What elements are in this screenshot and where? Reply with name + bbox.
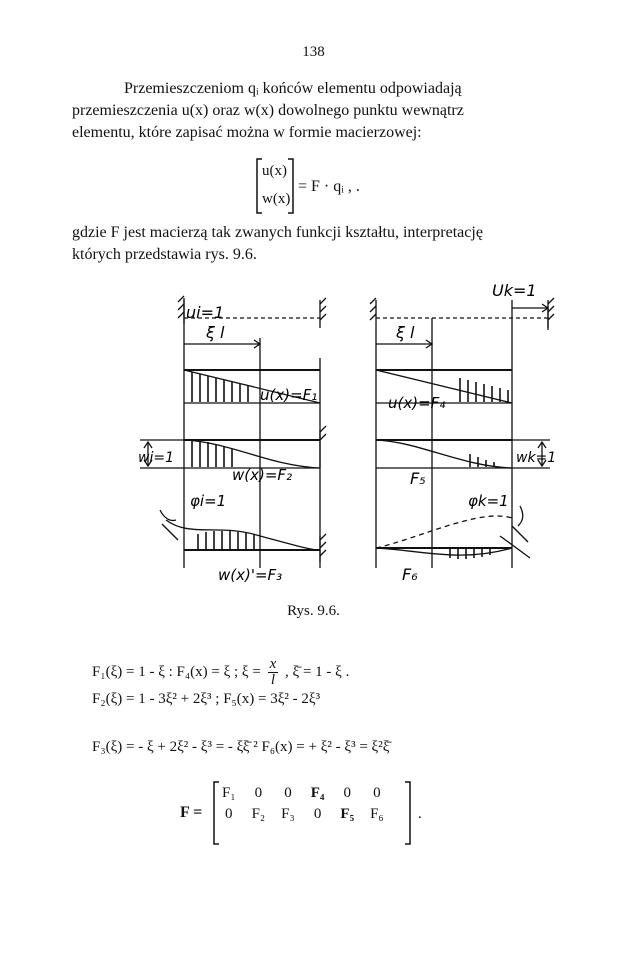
eq-vector-bottom: w(x)	[262, 191, 291, 207]
label-f1: u(x)=F₁	[260, 386, 317, 404]
paragraph-intro-line3: elementu, które zapisać można w formie m…	[72, 124, 422, 141]
fraction-denominator: l	[270, 672, 276, 688]
vector-bracket	[256, 158, 294, 214]
paragraph-intro-line1: Przemieszczeniom qᵢ końców elementu odpo…	[124, 80, 462, 97]
matrix-cell: F₅	[340, 806, 355, 822]
formula-line1-main: F₁(ξ) = 1 - ξ : F₄(x) = ξ ; ξ =	[92, 663, 261, 680]
label-xil-left: ξ l	[205, 323, 225, 342]
matrix-cell: F₆	[370, 806, 384, 822]
eq-vector-top: u(x)	[262, 163, 287, 179]
fraction-x-over-l: x l	[267, 656, 279, 688]
label-phik: φk=1	[468, 492, 509, 510]
matrix-tail: .	[418, 806, 422, 822]
matrix-cell: F₁	[222, 785, 236, 801]
formula-line2: F₂(ξ) = 1 - 3ξ² + 2ξ³ ; F₅(x) = 3ξ² - 2ξ…	[92, 691, 321, 707]
label-f6: F₆	[402, 565, 418, 584]
matrix-cell: 0	[225, 806, 233, 822]
fraction-numerator: x	[267, 656, 279, 673]
page-number: 138	[302, 44, 325, 60]
label-xil-right: ξ l	[395, 323, 415, 342]
eq-rhs: = F · qᵢ , .	[298, 178, 360, 195]
matrix-cell: F₃	[281, 806, 295, 822]
label-uk1: Uk=1	[492, 281, 537, 300]
vector-bracket-shape	[256, 158, 294, 214]
matrix-cell: 0	[284, 785, 292, 801]
left-panel	[140, 295, 327, 568]
label-f3: w(x)'=F₃	[218, 566, 282, 584]
matrix-cell: 0	[313, 806, 322, 822]
label-phi: φi=1	[190, 492, 226, 510]
label-f4: u(x)=F₄	[388, 394, 445, 412]
label-wi1: wi=1	[138, 450, 174, 466]
matrix-table: F₁ 0 0 F₄ 0 0 0 F₂ F₃ 0 F₅ F₆	[214, 783, 392, 825]
figure-caption: Rys. 9.6.	[287, 603, 340, 619]
matrix-row-2: 0 F₂ F₃ 0 F₅ F₆	[214, 804, 392, 825]
figure-shape-functions: ui=1 ξ l u(x)=F₁ wi=1 w(x)=F₂ φi=1 w(x)'…	[138, 281, 556, 584]
matrix-cell: F₂	[251, 806, 266, 822]
matrix-cell: F₄	[310, 785, 325, 801]
matrix-cell: 0	[373, 785, 381, 801]
matrix-cell: 0	[343, 785, 351, 801]
label-f5: F₅	[410, 469, 426, 488]
formula-line1: F₁(ξ) = 1 - ξ : F₄(x) = ξ ; ξ = x l , ξ̄…	[92, 657, 349, 688]
matrix-lhs: F =	[180, 804, 203, 821]
label-f2: w(x)=F₂	[232, 466, 292, 484]
matrix-cell: 0	[254, 785, 263, 801]
right-panel	[369, 297, 555, 568]
matrix-brackets	[213, 781, 411, 845]
paragraph-intro-line2: przemieszczenia u(x) oraz w(x) dowolnego…	[72, 102, 464, 119]
formula-line1-tail: , ξ̄ = 1 - ξ .	[285, 663, 350, 680]
label-wk1: wk=1	[516, 450, 556, 466]
paragraph-matrix-line2: których przedstawia rys. 9.6.	[72, 246, 257, 263]
formula-line3: F₃(ξ) = - ξ + 2ξ² - ξ³ = - ξξ̄ ² F₆(x) =…	[92, 739, 390, 755]
label-ui1: ui=1	[186, 303, 224, 322]
paragraph-matrix-line1: gdzie F jest macierzą tak zwanych funkcj…	[72, 224, 483, 241]
matrix-row-1: F₁ 0 0 F₄ 0 0	[214, 783, 392, 804]
